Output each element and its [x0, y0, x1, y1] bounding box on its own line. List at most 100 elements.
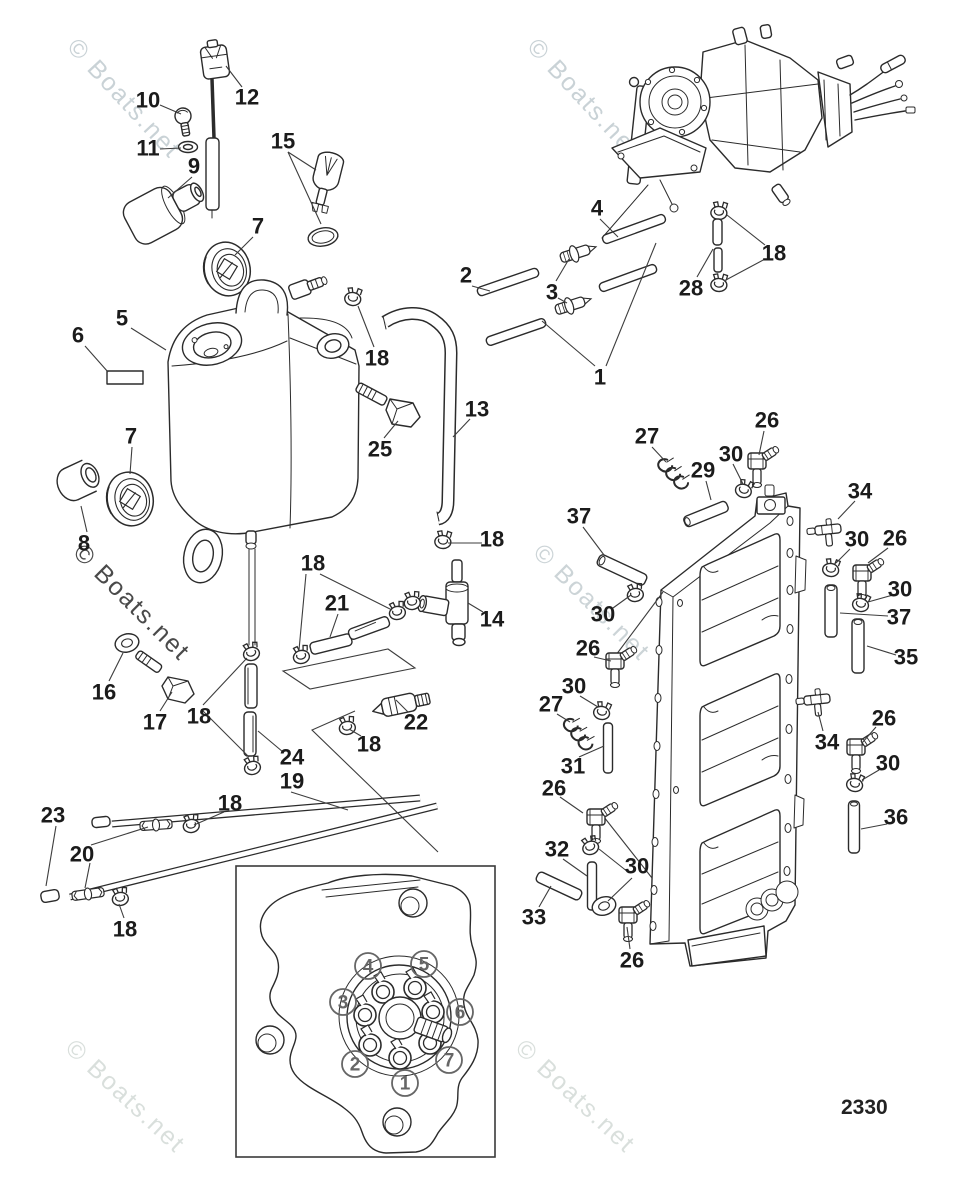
- part-screw-10: [174, 107, 192, 137]
- leader-line-20: [90, 826, 149, 846]
- callout-label-7-5: 7: [252, 214, 264, 239]
- leader-line-10: [159, 104, 182, 115]
- callout-label-20-19: 20: [70, 842, 94, 867]
- leader-line-30: [732, 463, 744, 485]
- inset-flange-plate: [255, 873, 479, 1154]
- fuel-line-parts: [476, 200, 729, 346]
- callout-label-37-39: 37: [567, 504, 591, 529]
- callout-label-34-50: 34: [815, 730, 840, 755]
- leader-line-9: [167, 176, 193, 199]
- leader-line-8: [80, 505, 88, 533]
- leader-line-11: [159, 147, 182, 150]
- callout-label-18-20: 18: [218, 791, 242, 816]
- callout-label-26-46: 26: [576, 636, 600, 661]
- diagram-artwork: [40, 24, 916, 1158]
- callout-label-16-13: 16: [92, 680, 116, 705]
- inset-sequence-number-6: 6: [455, 1003, 466, 1024]
- leader-line-27: [651, 446, 667, 463]
- leader-line-27: [556, 713, 571, 723]
- leader-line-26: [559, 796, 584, 814]
- leader-line-13: [452, 418, 471, 438]
- inset-sequence-circle-3: [329, 988, 357, 1016]
- callout-label-26-54: 26: [542, 776, 566, 801]
- callout-label-18-27: 18: [357, 732, 381, 757]
- tank-elbow-fitting: [288, 276, 328, 300]
- callout-label-18-21: 18: [113, 917, 137, 942]
- leader-line-6: [84, 345, 109, 373]
- leader-line-22: [395, 699, 409, 713]
- part-washer-11: [177, 140, 199, 154]
- leader-line-26: [867, 547, 889, 564]
- leader-line-17: [159, 691, 173, 712]
- leader-line-4: [599, 218, 619, 238]
- clamp-18-tank: [343, 286, 363, 308]
- inset-sequence-circle-1: [391, 1069, 419, 1097]
- inset-sequence-circle-6: [446, 998, 474, 1026]
- leader-line-34: [817, 711, 824, 732]
- part-dipstick-12: [199, 39, 231, 219]
- callout-label-9-3: 9: [188, 154, 200, 179]
- inset-sequence-number-2: 2: [350, 1055, 361, 1076]
- leader-line-30: [579, 695, 599, 708]
- callout-label-27-34: 27: [635, 424, 659, 449]
- callout-label-31-49: 31: [561, 754, 585, 779]
- leader-line-35: [866, 645, 897, 656]
- leader-line-29: [705, 480, 712, 501]
- leader-line-26: [758, 430, 765, 456]
- inset-sequence-number-3: 3: [338, 993, 349, 1014]
- callout-label-7-8: 7: [125, 424, 137, 449]
- callout-label-19-17: 19: [280, 769, 304, 794]
- leader-line-26: [626, 926, 631, 950]
- inset-sequence-number-1: 1: [400, 1074, 411, 1095]
- inset-sequence-circle-7: [435, 1046, 463, 1074]
- carburetor-assembly: [601, 24, 916, 239]
- callout-label-27-48: 27: [539, 692, 563, 717]
- diagram-number: 2330: [841, 1096, 888, 1119]
- watermark-text-4: © Boats.net: [60, 1034, 191, 1159]
- callout-label-30-40: 30: [845, 527, 869, 552]
- callout-label-10-0: 10: [136, 88, 160, 113]
- leader-line-1: [541, 320, 596, 367]
- leader-line-2: [471, 285, 491, 292]
- callout-label-3-29: 3: [546, 280, 558, 305]
- leader-line-30: [835, 548, 851, 564]
- leader-line-34: [837, 500, 856, 520]
- leader-line-32: [562, 858, 588, 877]
- watermark-text-5: © Boats.net: [510, 1034, 641, 1159]
- callout-label-34-38: 34: [848, 479, 873, 504]
- inset-detail-box: [235, 865, 496, 1158]
- part-tubes-24: [240, 640, 263, 777]
- leader-line-18: [348, 728, 362, 737]
- callout-label-26-41: 26: [883, 526, 907, 551]
- part-cap-9: [122, 182, 205, 245]
- callout-label-33-57: 33: [522, 905, 546, 930]
- part-fitting-22: [336, 692, 431, 737]
- callout-label-15-4: 15: [271, 129, 295, 154]
- callout-label-35-44: 35: [894, 645, 918, 670]
- callout-label-18-10: 18: [365, 346, 389, 371]
- callout-label-23-18: 23: [41, 803, 65, 828]
- callout-label-14-25: 14: [480, 607, 505, 632]
- callout-label-13-12: 13: [465, 397, 489, 422]
- leader-line-18: [357, 305, 375, 348]
- callout-label-11-1: 11: [136, 136, 159, 161]
- callout-label-1-31: 1: [594, 365, 606, 390]
- right-fittings: [535, 444, 886, 943]
- callout-label-18-33: 18: [762, 241, 786, 266]
- callout-label-18-22: 18: [301, 551, 325, 576]
- callout-label-25-11: 25: [368, 437, 392, 462]
- leader-line-37: [839, 612, 889, 617]
- callout-label-26-51: 26: [872, 706, 896, 731]
- watermark-text-0: © Boats.net: [62, 33, 187, 164]
- leader-line-30: [607, 877, 633, 902]
- leader-line-37: [582, 526, 605, 556]
- leader-line-30: [612, 594, 632, 609]
- part-bushing-8: [56, 459, 100, 502]
- leader-line-21: [329, 613, 339, 638]
- callout-label-26-37: 26: [755, 408, 779, 433]
- callout-label-18-24: 18: [480, 527, 504, 552]
- leader-line-18: [298, 573, 307, 651]
